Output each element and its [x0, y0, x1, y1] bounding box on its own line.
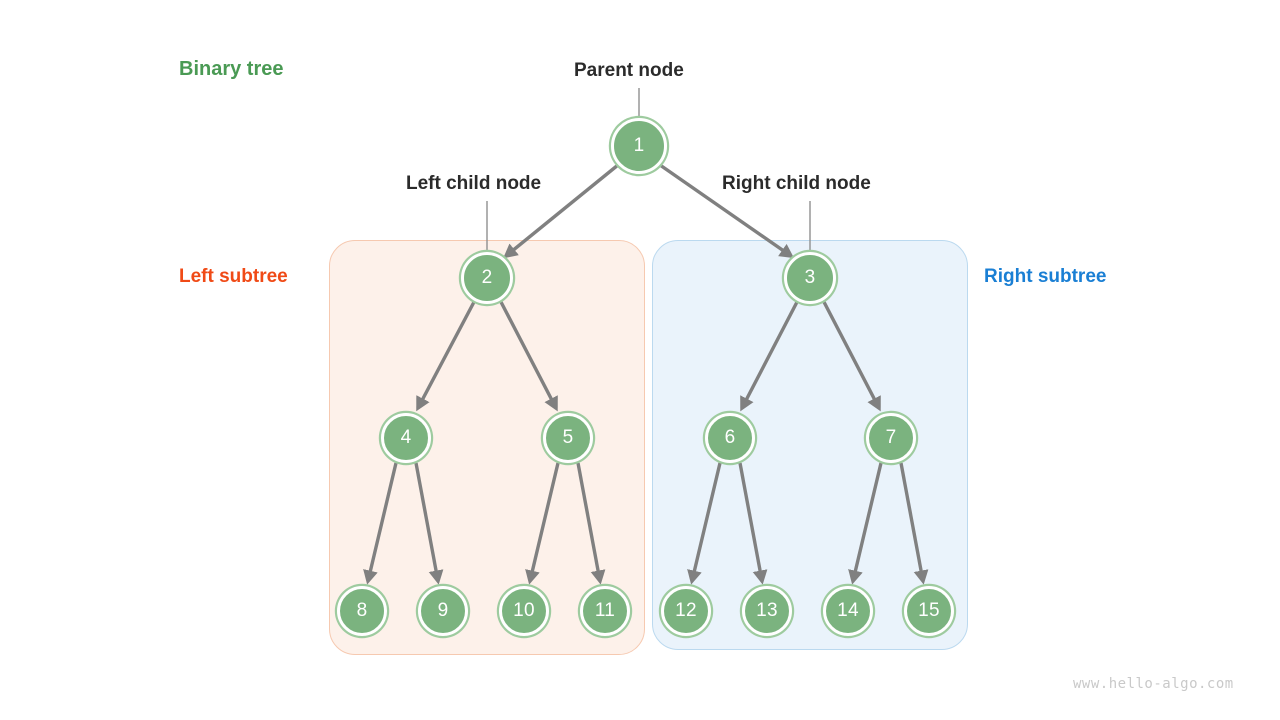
tree-node-4: 4	[381, 413, 431, 463]
tree-node-5: 5	[543, 413, 593, 463]
tree-node-label: 6	[724, 427, 736, 448]
tree-edges	[363, 163, 929, 585]
tree-node-2: 2	[461, 252, 513, 304]
edge-7-15	[899, 462, 929, 585]
edge-1-2	[503, 163, 620, 259]
edge-4-8	[363, 462, 398, 585]
edge-2-5	[499, 301, 558, 412]
edge-6-12	[687, 462, 722, 585]
tree-node-label: 13	[756, 600, 778, 621]
tree-node-9: 9	[418, 586, 468, 636]
tree-node-label: 11	[594, 600, 616, 621]
tree-node-label: 14	[837, 600, 859, 621]
tree-node-label: 8	[356, 600, 368, 621]
watermark: www.hello-algo.com	[1073, 676, 1234, 692]
tree-node-label: 4	[400, 427, 412, 448]
tree-node-label: 5	[562, 427, 574, 448]
tree-node-label: 10	[513, 600, 535, 621]
label-right-child-node: Right child node	[722, 173, 871, 194]
edge-3-6	[740, 301, 799, 412]
label-left-child-node: Left child node	[406, 173, 542, 194]
edge-5-11	[576, 462, 606, 585]
left-subtree-panel	[329, 240, 645, 655]
edge-5-10	[525, 462, 560, 585]
tree-node-12: 12	[661, 586, 711, 636]
edge-6-13	[738, 462, 768, 585]
tree-node-3: 3	[784, 252, 836, 304]
tree-node-10: 10	[499, 586, 549, 636]
tree-node-label: 12	[675, 600, 697, 621]
page-title: Binary tree	[179, 58, 284, 80]
tree-node-7: 7	[866, 413, 916, 463]
edge-7-14	[848, 462, 883, 585]
tree-node-label: 15	[918, 600, 940, 621]
tree-node-14: 14	[823, 586, 873, 636]
edge-3-7	[822, 301, 881, 412]
tree-node-1: 1	[611, 118, 667, 174]
tree-node-label: 2	[481, 267, 493, 288]
tree-node-label: 7	[885, 427, 897, 448]
edge-4-9	[414, 462, 444, 585]
tree-node-label: 1	[633, 135, 645, 156]
label-parent-node: Parent node	[574, 60, 684, 81]
tree-node-8: 8	[337, 586, 387, 636]
annotation-pointers	[486, 88, 811, 251]
label-left-subtree: Left subtree	[179, 266, 288, 287]
tree-node-label: 3	[804, 267, 816, 288]
tree-node-label: 9	[437, 600, 449, 621]
tree-node-11: 11	[580, 586, 630, 636]
label-right-subtree: Right subtree	[984, 266, 1107, 287]
edge-1-3	[659, 163, 795, 259]
tree-node-6: 6	[705, 413, 755, 463]
edge-2-4	[416, 301, 476, 412]
tree-node-13: 13	[742, 586, 792, 636]
tree-node-15: 15	[904, 586, 954, 636]
